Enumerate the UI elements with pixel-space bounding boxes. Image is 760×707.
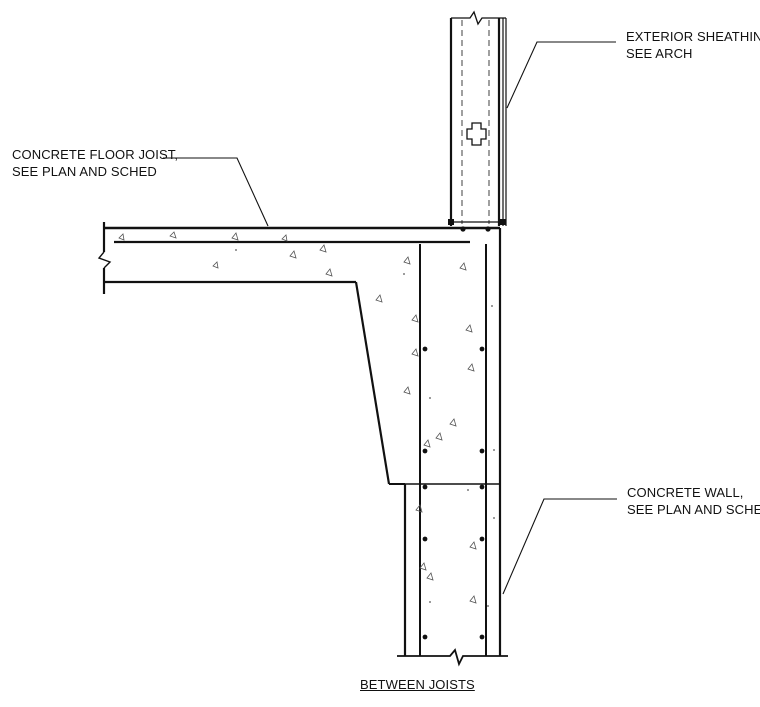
- callout-joist-line2: SEE PLAN AND SCHED: [12, 164, 157, 179]
- base-break-line: [397, 648, 508, 667]
- callout-sheathing-line1: EXTERIOR SHEATHING,: [626, 29, 760, 44]
- detail-caption: BETWEEN JOISTS: [360, 677, 475, 692]
- callout-sheathing-line2: SEE ARCH: [626, 46, 693, 61]
- leader-wall: [502, 498, 617, 595]
- callout-joist-line1: CONCRETE FLOOR JOIST,: [12, 147, 179, 162]
- leader-sheathing: [506, 41, 616, 109]
- callout-wall-line2: SEE PLAN AND SCHED: [627, 502, 760, 517]
- stud-wall-above: [449, 10, 507, 226]
- horizontal-rebar-dots: [422, 346, 485, 640]
- concrete-hatch-dots: [235, 249, 495, 607]
- callout-concrete-wall: CONCRETE WALL, SEE PLAN AND SCHED: [627, 484, 760, 518]
- floor-joist-outline: [97, 222, 500, 485]
- callout-concrete-floor-joist: CONCRETE FLOOR JOIST, SEE PLAN AND SCHED: [12, 146, 178, 180]
- leader-joist: [163, 157, 269, 227]
- stud-section-symbol: [466, 122, 487, 146]
- anchor-bolts: [448, 219, 506, 232]
- callout-wall-line1: CONCRETE WALL,: [627, 485, 744, 500]
- callout-exterior-sheathing: EXTERIOR SHEATHING, SEE ARCH: [626, 28, 760, 62]
- concrete-hatch: [118, 231, 477, 604]
- wall-vertical-rebars: [419, 244, 487, 656]
